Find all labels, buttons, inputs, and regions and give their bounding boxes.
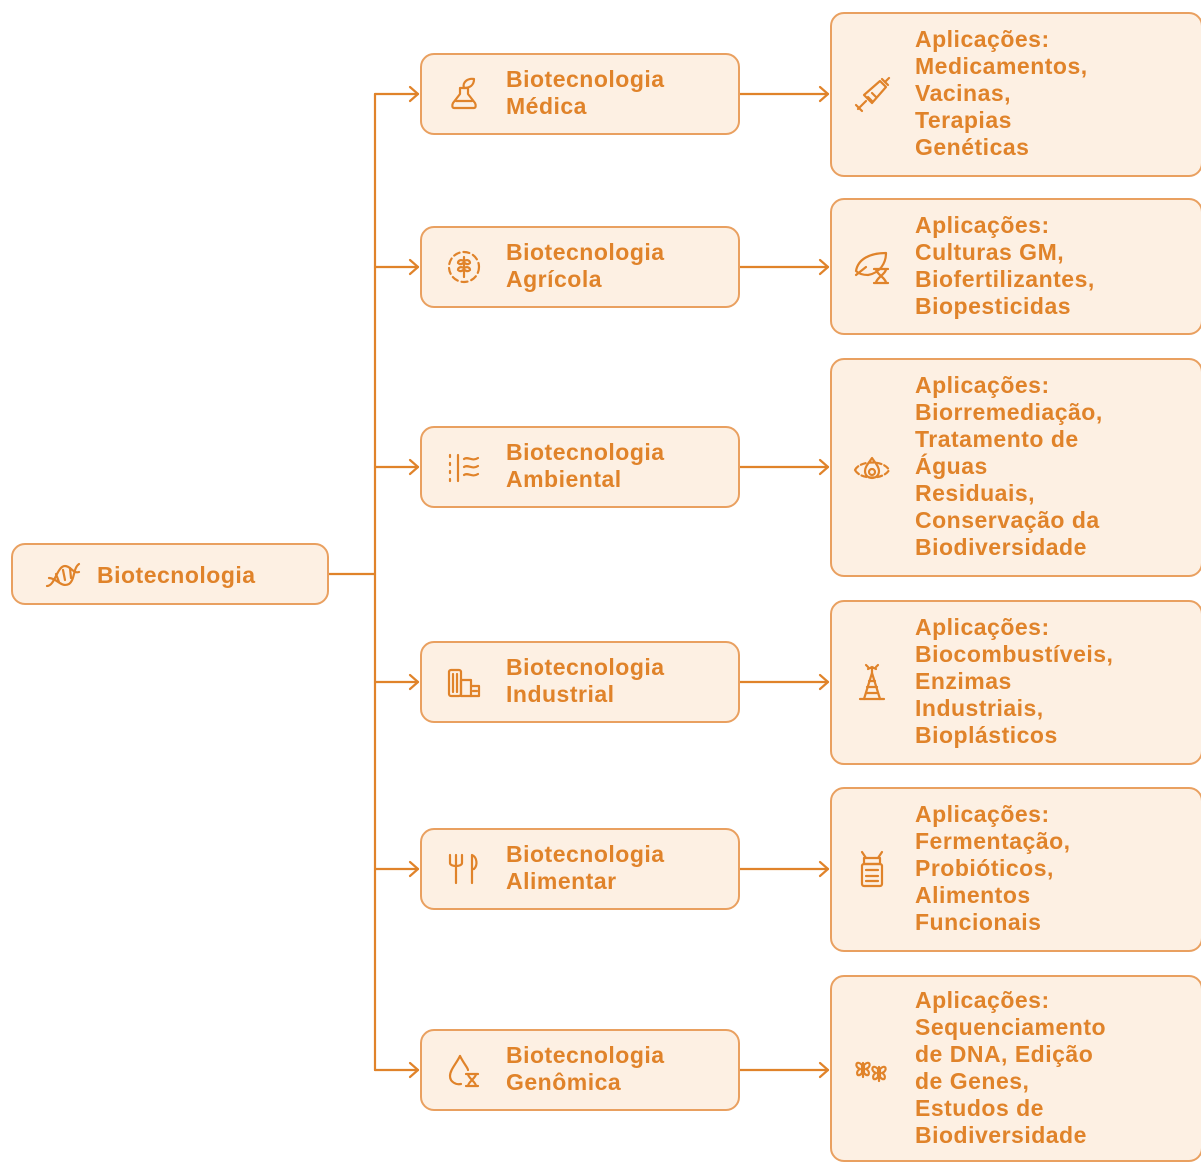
drop-dna-icon — [444, 1050, 484, 1090]
branch-title-line: Biotecnologia — [506, 654, 665, 680]
applications-line: Biodiversidade — [915, 1121, 1087, 1148]
applications-line: Bioplásticos — [915, 722, 1058, 748]
applications-line: Enzimas — [915, 668, 1012, 694]
application-arrowhead — [818, 673, 830, 691]
applications-line: Biofertilizantes, — [915, 265, 1095, 292]
applications-line: Alimentos — [915, 882, 1031, 908]
applications-line: Industriais, — [915, 695, 1044, 721]
applications-line: Genéticas — [915, 134, 1030, 160]
leaf-dna-icon — [852, 247, 892, 287]
applications-line: Terapias — [915, 107, 1012, 133]
root-node[interactable]: Biotecnologia — [11, 543, 329, 605]
branch-arrowhead — [408, 258, 420, 276]
applications-line: Medicamentos, — [915, 53, 1088, 79]
applications-line: Fermentação, — [915, 828, 1071, 854]
applications-line: Biopesticidas — [915, 292, 1072, 319]
applications-line: Sequenciamento — [915, 1013, 1107, 1040]
applications-line: Biodiversidade — [915, 534, 1087, 560]
wheat-circle-icon — [444, 247, 484, 287]
applications-text: Aplicações:Culturas GM,Biofertilizantes,… — [915, 212, 1095, 320]
branch-title-line: Biotecnologia — [506, 66, 665, 92]
branch-title-line: Genômica — [506, 1069, 622, 1095]
butterflies-icon — [852, 1049, 892, 1089]
applications-line: Funcionais — [915, 909, 1042, 935]
branch-arrowhead — [408, 1061, 420, 1079]
branch-title-line: Industrial — [506, 681, 615, 707]
branch-title-line: Ambiental — [506, 466, 622, 492]
applications-line: Aplicações: — [915, 986, 1050, 1013]
applications-line: de Genes, — [915, 1067, 1030, 1094]
applications-line: Culturas GM, — [915, 238, 1065, 265]
applications-text: Aplicações:Medicamentos,Vacinas,Terapias… — [915, 26, 1088, 161]
application-arrowhead — [818, 1061, 830, 1079]
branch-title-line: Biotecnologia — [506, 239, 665, 265]
application-arrowhead — [818, 85, 830, 103]
factory-icon — [444, 662, 484, 702]
wind-icon — [444, 447, 484, 487]
branch-arrowhead — [408, 85, 420, 103]
applications-line: de DNA, Edição — [915, 1040, 1094, 1067]
root-label: Biotecnologia — [97, 562, 256, 588]
applications-node-medica[interactable]: Aplicações:Medicamentos,Vacinas,Terapias… — [830, 12, 1201, 177]
water-drop-eye-icon — [852, 448, 892, 488]
applications-line: Águas — [915, 453, 988, 479]
applications-node-alimentar[interactable]: Aplicações:Fermentação,Probióticos,Alime… — [830, 787, 1201, 952]
applications-line: Biorremediação, — [915, 399, 1103, 425]
applications-line: Residuais, — [915, 480, 1036, 506]
branch-arrowhead — [408, 458, 420, 476]
applications-node-agricola[interactable]: Aplicações:Culturas GM,Biofertilizantes,… — [830, 198, 1201, 335]
applications-line: Biocombustíveis, — [915, 641, 1114, 667]
jar-icon — [852, 850, 892, 890]
applications-line: Estudos de — [915, 1094, 1044, 1121]
oil-rig-icon — [852, 663, 892, 703]
branch-title-line: Agrícola — [506, 266, 603, 292]
applications-line: Tratamento de — [915, 426, 1079, 452]
branch-title-line: Alimentar — [506, 868, 617, 894]
branch-arrowhead — [408, 673, 420, 691]
dna-icon — [43, 556, 83, 596]
applications-line: Vacinas, — [915, 80, 1012, 106]
applications-line: Aplicações: — [915, 26, 1050, 52]
applications-line: Aplicações: — [915, 372, 1050, 398]
syringe-icon — [852, 75, 892, 115]
applications-text: Aplicações:Fermentação,Probióticos,Alime… — [915, 801, 1071, 936]
applications-line: Conservação da — [915, 507, 1100, 533]
application-arrowhead — [818, 258, 830, 276]
branch-title-line: Biotecnologia — [506, 841, 665, 867]
branch-title-line: Médica — [506, 93, 587, 119]
flask-leaf-icon — [444, 74, 484, 114]
application-arrowhead — [818, 458, 830, 476]
branch-arrowhead — [408, 860, 420, 878]
branch-title-line: Biotecnologia — [506, 1042, 665, 1068]
application-arrowhead — [818, 860, 830, 878]
applications-line: Probióticos, — [915, 855, 1054, 881]
applications-line: Aplicações: — [915, 211, 1050, 238]
applications-line: Aplicações: — [915, 801, 1050, 827]
branch-title-line: Biotecnologia — [506, 439, 665, 465]
applications-line: Aplicações: — [915, 614, 1050, 640]
fork-knife-icon — [444, 849, 484, 889]
